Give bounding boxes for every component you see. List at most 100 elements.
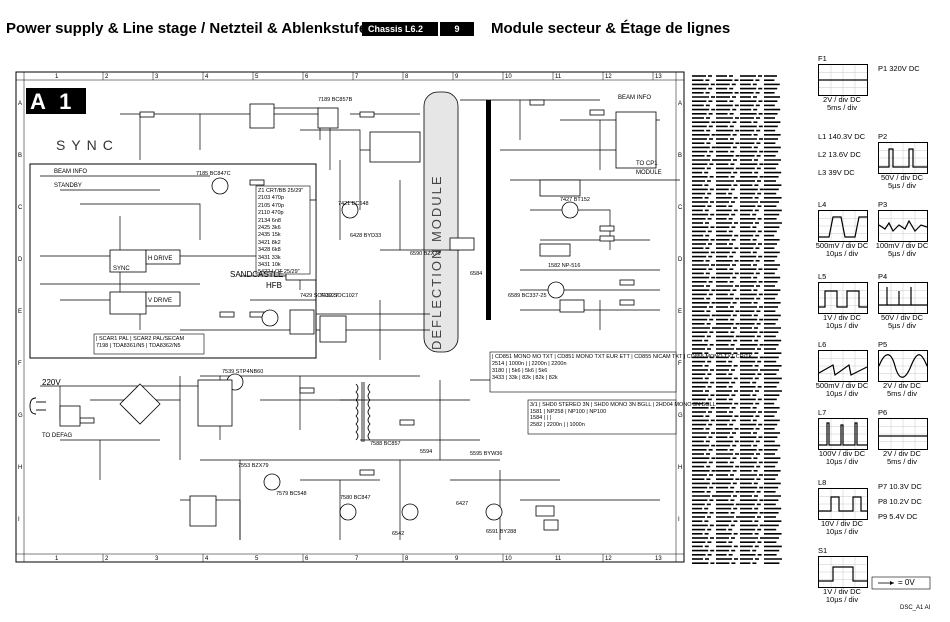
table-row: 5422 LOT 25/29" <box>258 269 300 276</box>
scope-id-label: P2 <box>878 132 888 141</box>
grid-column-label: 13 <box>655 556 662 562</box>
panel-a1-label-box <box>26 88 86 114</box>
grid-row-label: I <box>678 517 680 523</box>
grid-column-label: 3 <box>155 556 159 562</box>
component-label: 7189 BC857B <box>318 97 353 103</box>
scope-caption-time: 10µs / div <box>825 249 859 258</box>
grid-column-label: 1 <box>55 74 59 80</box>
mains-label: 220V <box>42 378 61 387</box>
component-label: 6589 BC337-25 <box>508 293 547 299</box>
scope-screen <box>878 142 928 174</box>
scope-caption-scale: 1V / div DC <box>823 313 861 322</box>
component-label: 7429 SOC1027 <box>300 293 338 299</box>
scope-id-label: P5 <box>878 340 888 349</box>
component-label: 6542 <box>392 531 405 537</box>
grid-column-label: 6 <box>305 74 309 80</box>
h-drive-label: H DRIVE <box>148 256 173 262</box>
scope-screen <box>818 210 868 242</box>
table-row: 3180 | | 5k6 | 5k6 | 5k6 <box>492 368 548 374</box>
scope-caption-scale: 2V / div DC <box>883 449 921 458</box>
scope-screen <box>818 488 868 520</box>
table-row: 2435 15k <box>258 232 281 239</box>
table-row: 2514 | 1000n | | 2200n | 2200n <box>492 361 567 367</box>
grid-ticks <box>102 72 654 562</box>
to-module-label: TO CP1 MODULE <box>636 161 662 176</box>
beam-info-label-left: BEAM INFO <box>54 169 88 175</box>
hfb-label: HFB <box>266 281 282 290</box>
table-row: 3421 8k2 <box>258 239 281 246</box>
component-label: 6428 BYD33 <box>350 233 382 239</box>
scope-caption-time: 5µs / div <box>887 249 917 258</box>
scope-screen <box>878 350 928 382</box>
grid-column-label: 9 <box>455 556 459 562</box>
zero-legend-label: = 0V <box>898 578 915 587</box>
grid-column-label: 8 <box>405 556 409 562</box>
scope-caption-scale: 100mV / div DC <box>875 241 929 250</box>
scope-id-label: L5 <box>818 272 827 281</box>
sync-label: SYNC <box>56 137 119 153</box>
scope-caption-time: 5ms / div <box>886 389 917 398</box>
table-header-row: Z1 CRT/BB 25/29" <box>258 188 304 194</box>
location-index-listing <box>692 75 782 565</box>
grid-column-label: 3 <box>155 74 159 80</box>
table-row: 3428 6k8 <box>258 247 281 254</box>
scope-screen <box>878 418 928 450</box>
table-row: 3431 33k <box>258 254 281 261</box>
v-drive-label: V DRIVE <box>148 298 173 304</box>
measurement-p1: P1 320V DC <box>878 64 920 73</box>
measurement-p7: P7 10.3V DC <box>878 482 922 491</box>
component-label: 7185 BC847C <box>196 171 231 177</box>
page-title-left: Power supply & Line stage / Netzteil & A… <box>6 20 376 37</box>
scope-caption-time: 10µs / div <box>825 321 859 330</box>
table-row: 2105 470p <box>258 202 284 209</box>
table-header-row: | SCAR1 PAL | SCAR2 PAL/SECAM <box>96 336 185 342</box>
hv-bus-line <box>486 100 491 320</box>
grid-column-label: 2 <box>105 556 109 562</box>
scope-id-label: L6 <box>818 340 827 349</box>
scope-caption-scale: 50V / div DC <box>880 313 924 322</box>
grid-column-label: 4 <box>205 74 209 80</box>
chassis-badge: Chassis L6.2 <box>362 22 438 36</box>
scope-caption-time: 5µs / div <box>887 181 917 190</box>
grid-column-label: 11 <box>555 556 562 562</box>
component-label: 6427 <box>456 501 469 507</box>
grid-column-label: 7 <box>355 556 359 562</box>
measurement-l2: L2 13.6V DC <box>818 150 861 159</box>
transformer-5580 <box>355 382 371 442</box>
grid-column-label: 9 <box>455 74 459 80</box>
footer-code: DSC_A1 AI <box>900 605 931 611</box>
scope-id-label: P4 <box>878 272 888 281</box>
grid-column-label: 10 <box>505 74 512 80</box>
table-header-row: 3/1 | SHD0 STEREO 3N | SHD0 MONO 3N BGLL… <box>530 402 716 408</box>
scope-caption-scale: 500mV / div DC <box>815 241 869 250</box>
grid-column-label: 2 <box>105 74 109 80</box>
scope-caption-scale: 2V / div DC <box>883 381 921 390</box>
degauss-label: TO DEFAG <box>42 433 73 439</box>
grid-column-label: 4 <box>205 556 209 562</box>
table-row: 2425 3k6 <box>258 225 281 232</box>
scope-id-label: P6 <box>878 408 888 417</box>
zero-legend-box <box>871 576 931 590</box>
grid-column-label: 13 <box>655 74 662 80</box>
component-label: 7579 BC548 <box>276 491 307 497</box>
bridge-rectifier <box>119 383 161 425</box>
panel-a1-label: A 1 <box>30 89 76 114</box>
scope-caption-scale: 50V / div DC <box>880 173 924 182</box>
scope-caption-time: 10µs / div <box>825 595 859 604</box>
grid-column-label: 7 <box>355 74 359 80</box>
component-label: 6584 <box>470 271 483 277</box>
deflection-module-block <box>423 91 459 353</box>
scope-caption-time: 10µs / div <box>825 457 859 466</box>
deflection-module-label: DEFLECTION MODULE <box>429 174 444 350</box>
table-row: 2582 | 2200n | | 1000n <box>530 421 585 428</box>
beam-info-label-right: BEAM INFO <box>618 95 652 101</box>
scope-caption-scale: 500mV / div DC <box>815 381 869 390</box>
scope-caption-scale: 100V / div DC <box>818 449 866 458</box>
scope-screen <box>818 64 868 96</box>
table-header-row: | CD851 MONO MO TXT | CD851 MONO TXT EUR… <box>492 354 753 360</box>
measurement-l1: L1 140.3V DC <box>818 132 866 141</box>
table-row: 2103 470p <box>258 195 284 202</box>
component-label: 1582 NP-516 <box>548 263 581 269</box>
scope-id-label: P3 <box>878 200 888 209</box>
